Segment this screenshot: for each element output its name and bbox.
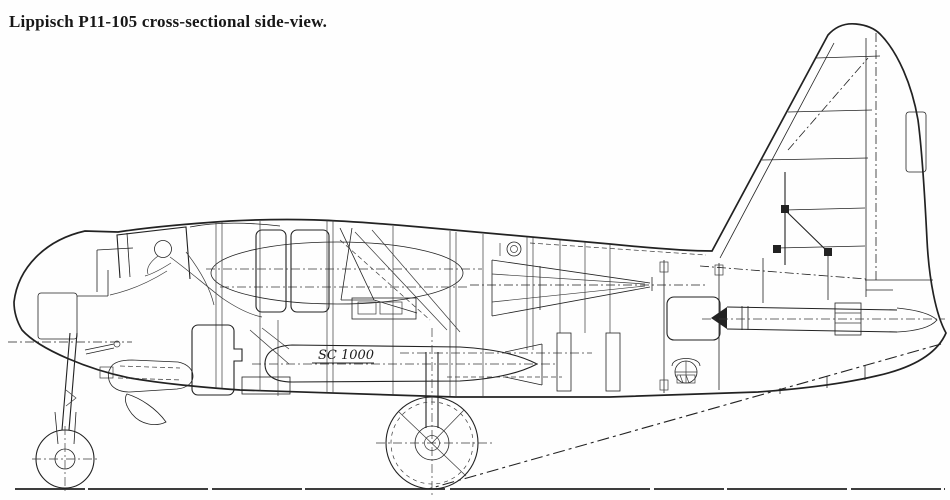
airframe-outline xyxy=(13,22,947,398)
fin-rib xyxy=(761,157,869,161)
fuel-tank xyxy=(255,229,287,313)
pilot-head xyxy=(154,240,172,258)
bomb-label: SC 1000 xyxy=(318,348,374,363)
fin-diagonal-brace xyxy=(784,209,829,253)
tube-nose-cone xyxy=(896,307,938,333)
canopy-frame xyxy=(116,226,191,280)
duct-tube xyxy=(210,241,464,305)
belly-details xyxy=(107,324,291,425)
wing-trailing-edge xyxy=(427,343,942,490)
scissor-link xyxy=(65,389,77,407)
pilot-leg xyxy=(109,270,168,296)
clevis-fitting xyxy=(781,205,789,213)
gun-pack xyxy=(351,297,417,320)
tube-bottom xyxy=(726,328,898,333)
control-run xyxy=(699,265,867,280)
belly-pod xyxy=(107,359,194,393)
engine-and-exhaust xyxy=(470,241,706,317)
tube-top xyxy=(726,306,898,311)
main-landing-gear xyxy=(376,328,492,498)
nose-gear-strut xyxy=(61,332,71,431)
tail-bumper xyxy=(671,358,701,384)
fuselage-and-fin-outline xyxy=(13,22,947,398)
vertical-tail-structure xyxy=(699,33,933,300)
equipment-box xyxy=(37,292,78,340)
rear-bay xyxy=(400,242,866,394)
tail-rocket-tube xyxy=(702,302,945,336)
fin-rib xyxy=(787,109,873,113)
bomb-fin xyxy=(504,343,543,353)
engine-face xyxy=(506,241,522,257)
canopy-fairing xyxy=(189,222,281,228)
nose-equipment xyxy=(8,247,134,343)
fin-rib xyxy=(776,245,866,249)
access-panel xyxy=(191,324,243,396)
fuel-tanks xyxy=(255,229,330,313)
nose-landing-gear xyxy=(32,332,121,493)
fin-rib xyxy=(815,55,881,59)
station-frames xyxy=(215,220,611,396)
clevis-fitting xyxy=(773,245,781,253)
clevis-fitting xyxy=(824,248,832,256)
bomb-body xyxy=(264,344,539,383)
bomb-fin xyxy=(504,376,543,386)
pilot-arm xyxy=(144,262,172,277)
intake-duct xyxy=(206,241,482,305)
center-truss xyxy=(339,227,461,333)
flap-actuator xyxy=(605,332,621,392)
retraction-jack xyxy=(84,343,115,351)
flap-actuator xyxy=(556,332,572,392)
figure-caption: Lippisch P11-105 cross-sectional side-vi… xyxy=(9,12,328,31)
tube-cap xyxy=(711,307,727,329)
fuel-tank xyxy=(290,229,330,313)
seat-back xyxy=(185,251,215,306)
gear-door-flap xyxy=(125,393,167,425)
cockpit xyxy=(109,222,281,318)
fin-rib xyxy=(784,207,866,211)
fin-inset-panel xyxy=(905,111,927,173)
bomb-sc1000: SC 1000 xyxy=(252,343,556,386)
